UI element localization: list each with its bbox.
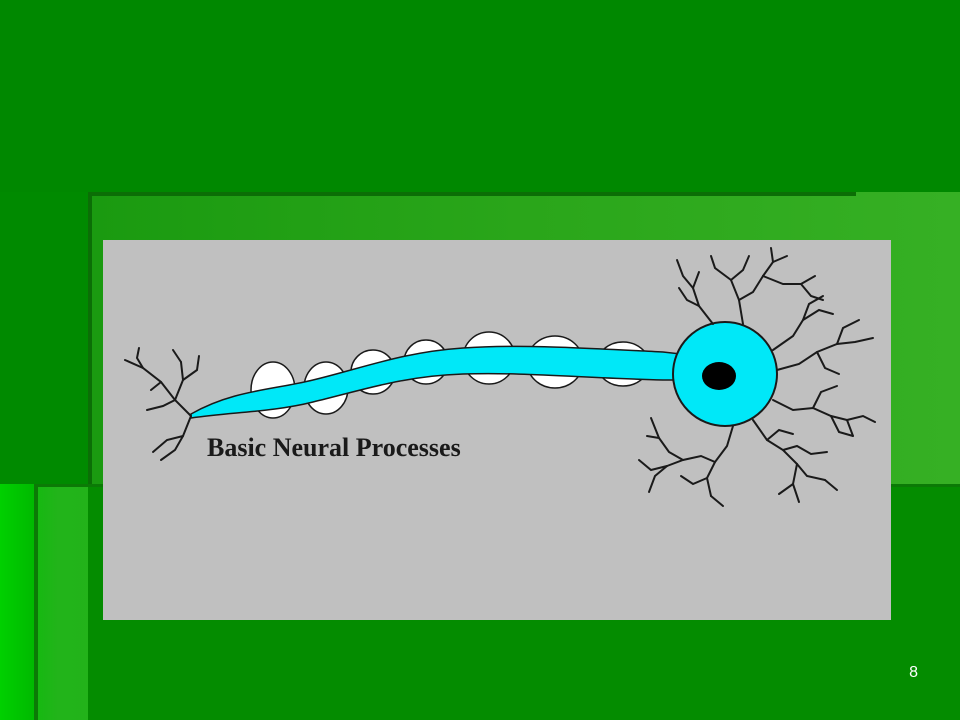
decor-upper-shadow (88, 192, 856, 196)
neuron-picture: Basic Neural Processes (103, 240, 891, 620)
page-number: 8 (909, 664, 918, 681)
dendrites (638, 247, 876, 507)
figure-caption: Basic Neural Processes (207, 433, 461, 462)
decor-upper-shadow-vertical (88, 192, 92, 488)
decor-lower-left-strip (0, 484, 36, 720)
axon-terminals (124, 347, 200, 461)
decor-lower-shadow (34, 484, 38, 720)
nucleus (702, 362, 736, 390)
slide-top-band (0, 0, 960, 192)
neuron-icon: Basic Neural Processes (124, 247, 876, 507)
